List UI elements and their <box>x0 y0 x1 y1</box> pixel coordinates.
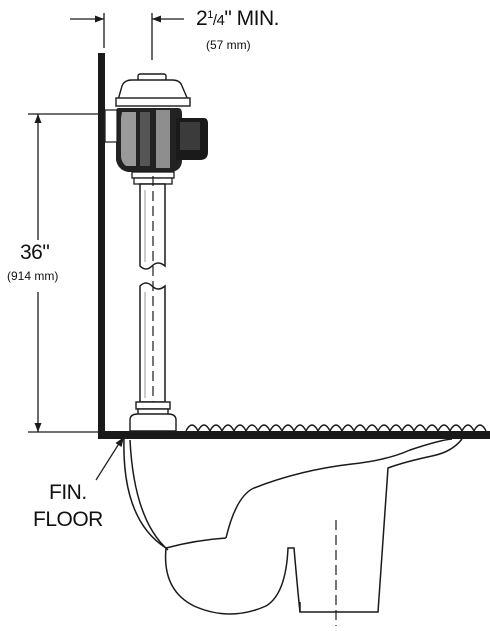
clearance-dimension <box>70 13 184 60</box>
flush-valve <box>104 73 208 185</box>
floor-leader-arrow <box>115 437 124 447</box>
clearance-label: 21/4" MIN. <box>196 7 279 31</box>
clearance-whole: 2 <box>196 7 208 30</box>
fixture-bowl <box>123 438 463 615</box>
clearance-suffix: " MIN. <box>224 7 279 30</box>
clearance-denominator: 4 <box>216 12 225 29</box>
clearance-numerator: 1 <box>207 9 213 21</box>
clearance-slash: / <box>212 12 217 29</box>
height-arrow-bottom <box>34 423 42 432</box>
height-dimension <box>28 113 98 433</box>
clearance-metric: (57 mm) <box>206 38 251 52</box>
clearance-arrow-left <box>95 15 104 23</box>
clearance-arrow-right <box>152 15 161 23</box>
floor-label-line2: FLOOR <box>33 508 103 531</box>
height-arrow-top <box>34 114 42 123</box>
spud-coupling <box>129 401 177 432</box>
height-label: 36" <box>20 241 50 264</box>
height-metric: (914 mm) <box>7 269 59 283</box>
finished-wall <box>98 53 105 439</box>
floor-leader <box>95 441 121 481</box>
floor-tiles <box>185 424 487 433</box>
finished-floor <box>98 431 490 439</box>
floor-label-line1: FIN. <box>49 481 87 504</box>
